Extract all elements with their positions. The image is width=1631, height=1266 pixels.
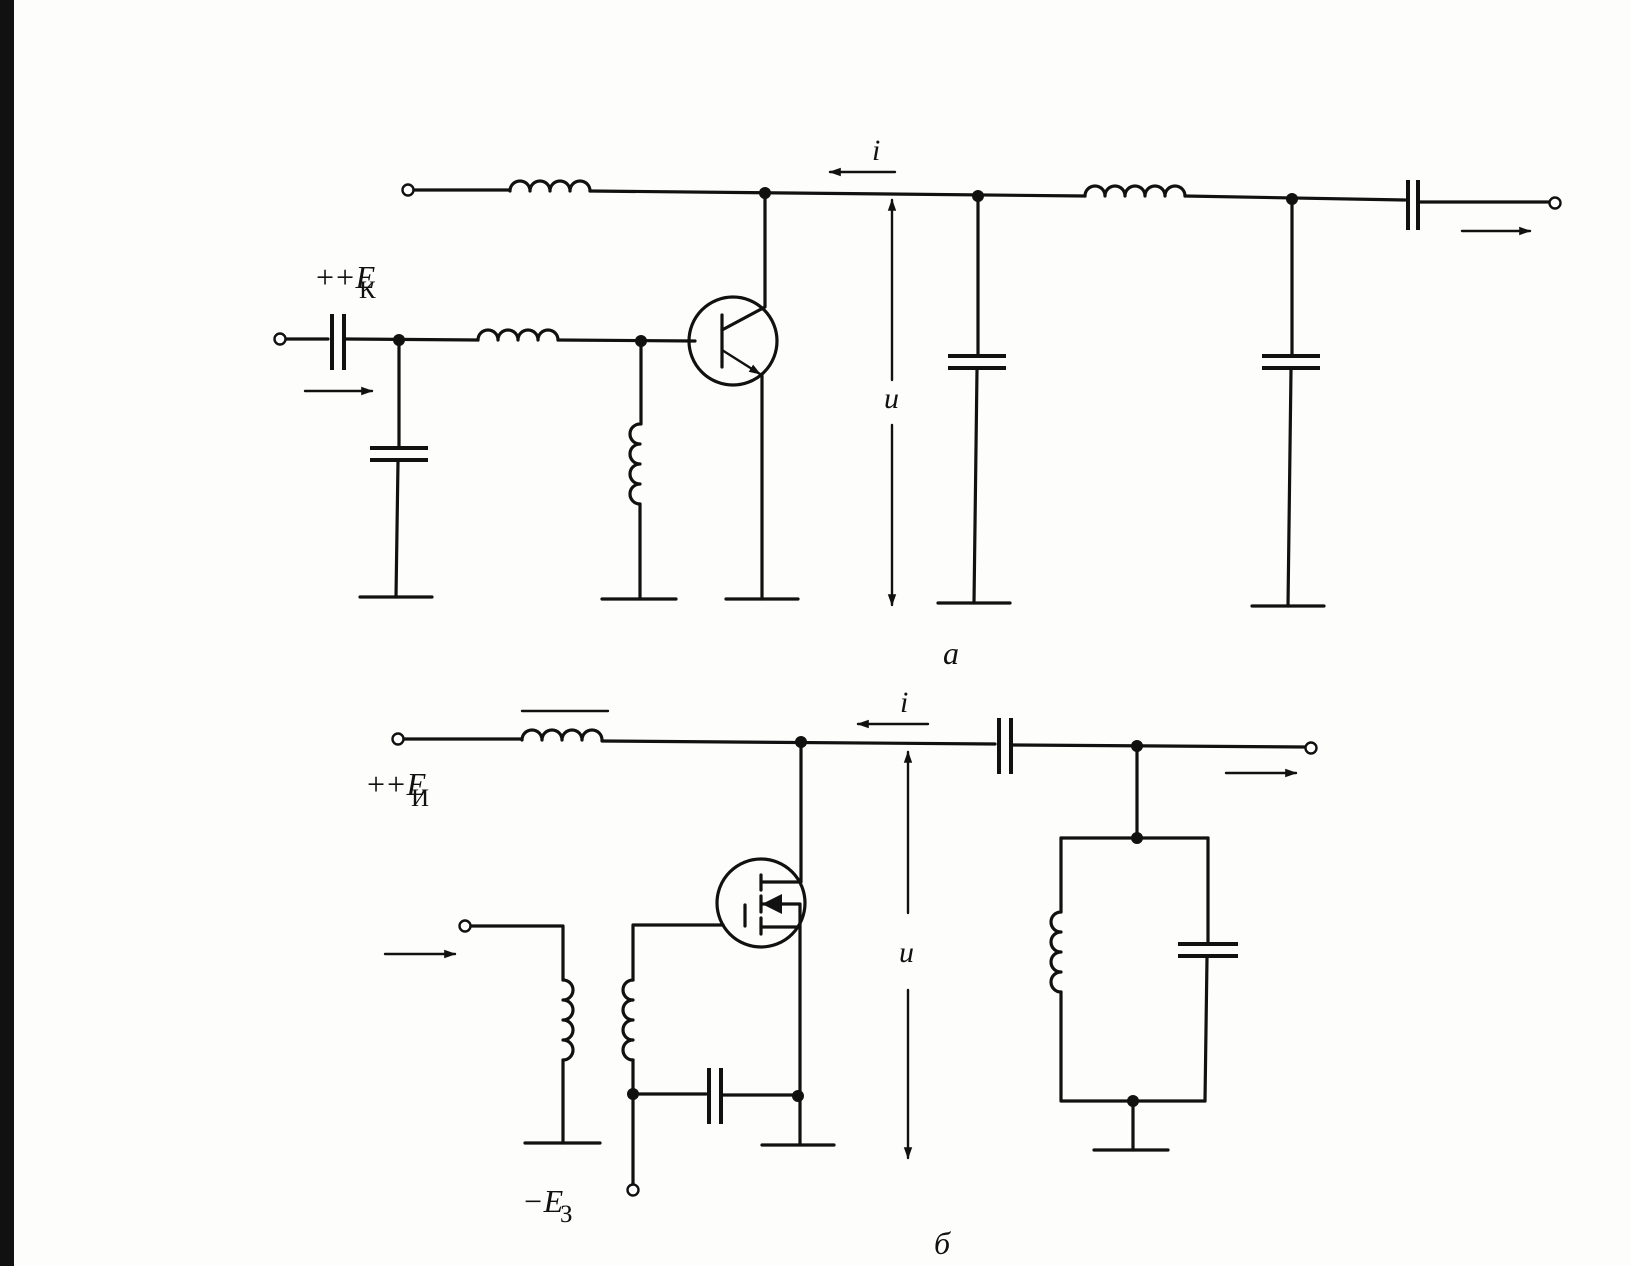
- terminal-output-a[interactable]: [1548, 196, 1562, 210]
- caption-a: а: [943, 635, 959, 671]
- bypass-capacitor-b: [707, 1068, 723, 1124]
- current-label-a: i: [872, 134, 880, 167]
- inductor-input-series-a: [476, 328, 560, 342]
- terminal-dc-in-b[interactable]: [391, 732, 405, 746]
- output-coupling-capacitor-a: [1406, 180, 1420, 230]
- output-line-b: [391, 709, 1318, 778]
- input-section-a: [273, 314, 697, 601]
- mosfet-transistor-b: [715, 740, 836, 1147]
- terminal-gate-bias-b[interactable]: [626, 1183, 640, 1197]
- filter-capacitor-a: [1250, 197, 1326, 608]
- supply-label-a: ++E: [316, 259, 376, 295]
- inductor-top-right-a: [1083, 184, 1187, 198]
- bipolar-transistor-a: [687, 191, 800, 601]
- tank-inductor-b: [1049, 910, 1063, 994]
- voltage-label-a: u: [884, 382, 899, 415]
- output-coupling-capacitor-b: [997, 718, 1013, 774]
- transformer-primary-b: [561, 978, 575, 1062]
- terminal-input-a[interactable]: [273, 332, 287, 346]
- tank-capacitor-b: [1178, 942, 1238, 958]
- parallel-tank-b: [1049, 744, 1238, 1152]
- input-transformer-b: [383, 919, 804, 1197]
- gate-bias-label-b: −E: [522, 1183, 564, 1219]
- output-line-a: [401, 179, 1562, 236]
- scan-edge-border: [0, 0, 14, 1266]
- terminal-output-b[interactable]: [1304, 741, 1318, 755]
- input-shunt-capacitor-a: [370, 446, 428, 462]
- supply-subscript-a: К: [359, 277, 376, 304]
- inductor-top-left-a: [508, 179, 592, 193]
- voltage-label-b: u: [899, 936, 914, 969]
- caption-b: б: [934, 1225, 951, 1261]
- inductor-top-b: [520, 728, 604, 742]
- node-source-b: [792, 1090, 804, 1102]
- supply-label-b: ++E: [367, 766, 427, 802]
- inductor-base-choke-a: [628, 422, 642, 506]
- input-coupling-capacitor-a: [330, 314, 346, 370]
- diagram-b: i u: [367, 686, 1318, 1261]
- terminal-input-b[interactable]: [458, 919, 472, 933]
- tank-capacitor-a: [936, 194, 1012, 605]
- diagram-a: i u: [273, 134, 1562, 671]
- gate-bias-subscript-b: З: [560, 1201, 573, 1228]
- transformer-secondary-b: [621, 978, 635, 1062]
- terminal-dc-in-a[interactable]: [401, 183, 415, 197]
- current-label-b: i: [900, 686, 908, 719]
- supply-subscript-b: И: [411, 785, 429, 812]
